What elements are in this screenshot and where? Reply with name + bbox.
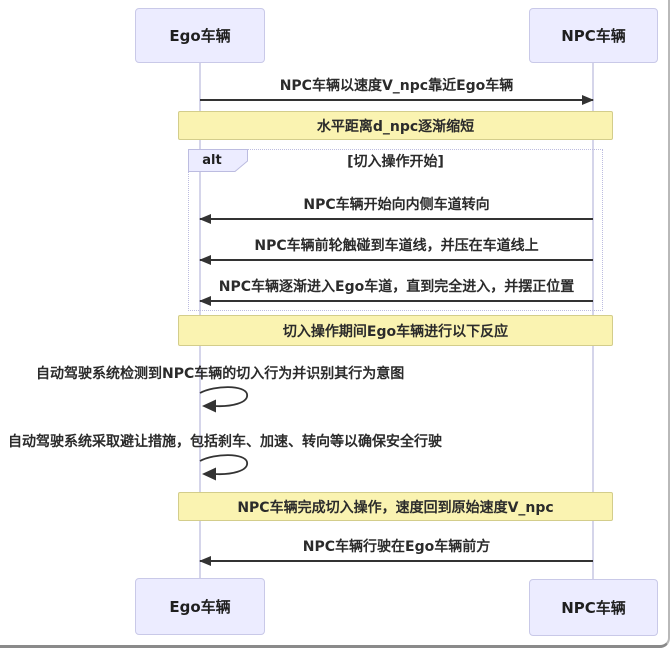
- message-approach: NPC车辆以速度V_npc靠近Ego车辆: [200, 78, 594, 105]
- arrowhead-left-icon: [199, 556, 211, 566]
- message-touch-lane-line: NPC车辆前轮触碰到车道线，并压在车道线上: [199, 238, 593, 265]
- actor-ego-bottom: Ego车辆: [135, 578, 265, 635]
- actor-npc-top-label: NPC车辆: [561, 27, 626, 45]
- message-start-turn-line: [199, 214, 593, 224]
- actor-npc-bottom-label: NPC车辆: [561, 599, 626, 617]
- actor-npc-top: NPC车辆: [529, 8, 658, 63]
- note-cut-in-complete-label: NPC车辆完成切入操作，速度回到原始速度V_npc: [237, 499, 554, 516]
- actor-ego-top: Ego车辆: [135, 8, 265, 63]
- actor-ego-top-label: Ego车辆: [169, 27, 231, 45]
- arrowhead-right-icon: [582, 95, 594, 105]
- message-enter-lane-line: [199, 296, 593, 306]
- self-loop-arrow-icon: [197, 384, 259, 414]
- alt-operator-label: alt: [202, 153, 222, 168]
- self-message-avoid-label: 自动驾驶系统采取避让措施，包括刹车、加速、转向等以确保安全行驶: [8, 434, 442, 450]
- actor-ego-bottom-label: Ego车辆: [169, 598, 231, 616]
- alt-operator-badge: alt: [188, 149, 248, 172]
- actor-npc-bottom: NPC车辆: [529, 579, 658, 636]
- arrowhead-left-icon: [199, 296, 211, 306]
- alt-condition-label: [切入操作开始]: [347, 154, 444, 170]
- note-distance-shrinks: 水平距离d_npc逐渐缩短: [178, 111, 613, 140]
- note-ego-reactions: 切入操作期间Ego车辆进行以下反应: [178, 315, 613, 346]
- self-message-detect-label: 自动驾驶系统检测到NPC车辆的切入行为并识别其行为意图: [36, 366, 405, 382]
- message-approach-label: NPC车辆以速度V_npc靠近Ego车辆: [279, 78, 514, 94]
- message-start-turn-label: NPC车辆开始向内侧车道转向: [303, 197, 490, 213]
- message-drive-ahead: NPC车辆行驶在Ego车辆前方: [199, 539, 593, 566]
- arrowhead-left-icon: [199, 255, 211, 265]
- message-touch-lane-line-label: NPC车辆前轮触碰到车道线，并压在车道线上: [254, 238, 539, 254]
- note-cut-in-complete: NPC车辆完成切入操作，速度回到原始速度V_npc: [178, 492, 613, 521]
- note-distance-shrinks-label: 水平距离d_npc逐渐缩短: [316, 118, 475, 135]
- arrowhead-left-icon: [199, 214, 211, 224]
- message-enter-lane: NPC车辆逐渐进入Ego车道，直到完全进入，并摆正位置: [199, 279, 593, 306]
- message-drive-ahead-label: NPC车辆行驶在Ego车辆前方: [302, 539, 491, 555]
- message-touch-lane-line-line: [199, 255, 593, 265]
- alt-fragment-frame: [188, 149, 603, 311]
- message-enter-lane-label: NPC车辆逐渐进入Ego车道，直到完全进入，并摆正位置: [218, 279, 575, 295]
- message-drive-ahead-line: [199, 556, 593, 566]
- alt-badge-shape-icon: [188, 149, 248, 172]
- message-start-turn: NPC车辆开始向内侧车道转向: [199, 197, 593, 224]
- self-loop-arrow-icon: [197, 452, 259, 482]
- note-ego-reactions-label: 切入操作期间Ego车辆进行以下反应: [282, 323, 509, 340]
- message-approach-line: [200, 95, 594, 105]
